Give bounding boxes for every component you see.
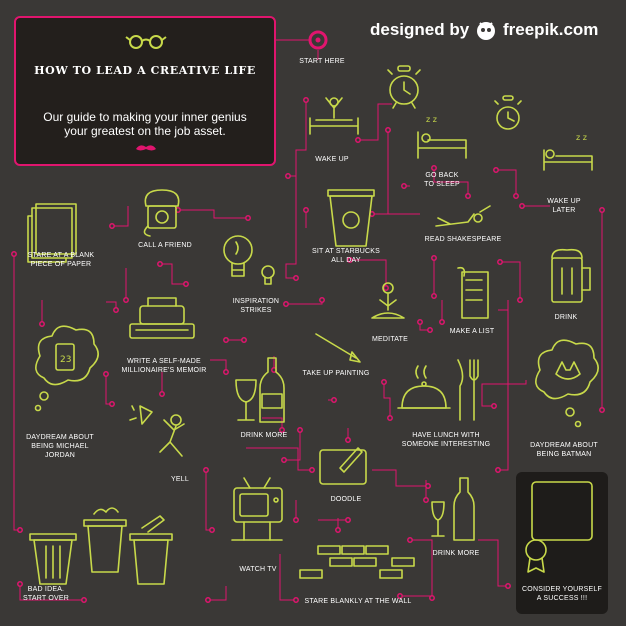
thought-bubble-batman-icon	[535, 339, 599, 428]
label-jordan-3: JORDAN	[45, 452, 75, 459]
food-cloche-icon	[397, 365, 451, 409]
label-bad-idea-1: BAD IDEA.	[27, 586, 65, 593]
svg-text:z z: z z	[576, 133, 587, 142]
label-memoir-2: MILLIONAIRE'S MEMOIR	[121, 367, 207, 374]
label-meditate: MEDITATE	[372, 336, 408, 343]
label-success-2: A SUCCESS !!!	[536, 595, 588, 602]
coffee-cup-icon	[327, 189, 375, 247]
credit-brand: freepik.com	[503, 20, 599, 39]
label-drink-more-2: DRINK MORE	[432, 550, 480, 557]
wine-glass-2-icon	[431, 501, 445, 537]
alarm-clock-small-icon	[494, 95, 522, 130]
tv-icon	[231, 477, 283, 541]
freepik-logo-icon	[477, 22, 495, 40]
yelling-person-icon	[129, 405, 185, 457]
label-start-here: START HERE	[299, 58, 345, 65]
trash-can-icon	[29, 533, 77, 585]
beer-mug-icon	[551, 248, 591, 303]
meditation-icon	[371, 282, 405, 319]
label-doodle: DOODLE	[330, 496, 362, 503]
label-drink-more-1: DRINK MORE	[240, 432, 288, 439]
lightbulb-icon	[223, 235, 253, 277]
label-shakespeare: READ SHAKESPEARE	[424, 236, 502, 243]
label-wake-up: WAKE UP	[315, 156, 349, 163]
wine-glass-icon	[235, 379, 257, 421]
label-lunch-2: SOMEONE INTERESTING	[401, 441, 491, 448]
label-make-list: MAKE A LIST	[449, 328, 495, 335]
doodle-pad-icon	[319, 447, 367, 485]
label-memoir-1: WRITE A SELF-MADE	[127, 358, 201, 365]
reading-person-icon	[435, 205, 491, 227]
label-jordan-2: BEING MICHAEL	[31, 443, 89, 450]
typewriter-icon	[129, 297, 195, 339]
success-frame-icon	[531, 481, 593, 541]
brick-wall-icon	[299, 545, 415, 579]
page-subtitle: Our guide to making your inner genius yo…	[43, 110, 247, 138]
label-wake-later-2: LATER	[552, 207, 576, 214]
label-drink-top: DRINK	[554, 314, 578, 321]
label-inspiration-2: STRIKES	[240, 307, 272, 314]
label-go-back-2: TO SLEEP	[424, 181, 460, 188]
label-success-1: CONSIDER YOURSELF	[522, 586, 602, 593]
label-lunch-1: HAVE LUNCH WITH	[412, 432, 480, 439]
medal-icon	[525, 539, 547, 573]
label-inspiration-1: INSPIRATION	[232, 298, 280, 305]
page-title: HOW TO LEAD A CREATIVE LIFE	[34, 64, 256, 77]
label-wake-later-1: WAKE UP	[547, 198, 581, 205]
paintbrush-icon	[315, 333, 361, 363]
label-take-up-painting: TAKE UP PAINTING	[302, 370, 370, 377]
lightbulb-small-icon	[261, 265, 275, 285]
connectors	[13, 39, 603, 601]
label-batman-1: DAYDREAM ABOUT	[530, 442, 598, 449]
svg-text:z z: z z	[426, 115, 437, 124]
wine-bottle-2-icon	[453, 477, 475, 541]
label-yell: YELL	[171, 476, 189, 483]
label-stare-paper-2: PIECE OF PAPER	[30, 261, 92, 268]
title-box: HOW TO LEAD A CREATIVE LIFE Our guide to…	[14, 16, 276, 166]
bed-later-icon	[543, 149, 593, 171]
phone-screen-number: 23	[60, 355, 71, 365]
credit-prefix: designed by	[370, 20, 470, 39]
label-bad-idea-2: START OVER	[23, 595, 69, 602]
mustache-icon	[136, 145, 156, 151]
telephone-icon	[143, 189, 180, 237]
trash-can-2-icon	[83, 507, 127, 573]
alarm-clock-icon	[387, 65, 421, 109]
label-batman-2: BEING BATMAN	[536, 451, 592, 458]
label-watch-tv: WATCH TV	[239, 566, 277, 573]
trash-can-3-icon	[129, 515, 173, 585]
label-starbucks-2: ALL DAY	[331, 257, 361, 264]
label-starbucks-1: SIT AT STARBUCKS	[311, 248, 381, 255]
bed-wake-up-icon	[309, 97, 359, 135]
knife-fork-icon	[457, 359, 479, 421]
start-target-icon	[308, 30, 328, 50]
connector-dots	[11, 97, 605, 603]
wine-bottle-icon	[259, 357, 285, 423]
scroll-list-icon	[457, 266, 489, 319]
label-go-back-1: GO BACK	[425, 172, 459, 179]
glasses-mustache-icon	[125, 35, 167, 49]
bed-sleep-icon	[417, 131, 467, 159]
label-jordan-1: DAYDREAM ABOUT	[26, 434, 94, 441]
blank-paper-icon	[27, 203, 77, 263]
label-call-friend: CALL A FRIEND	[138, 242, 192, 249]
label-stare-wall: STARE BLANKLY AT THE WALL	[304, 598, 412, 605]
thought-bubble-jordan-icon	[34, 325, 99, 412]
label-stare-paper-1: STARE AT A BLANK	[27, 252, 95, 259]
